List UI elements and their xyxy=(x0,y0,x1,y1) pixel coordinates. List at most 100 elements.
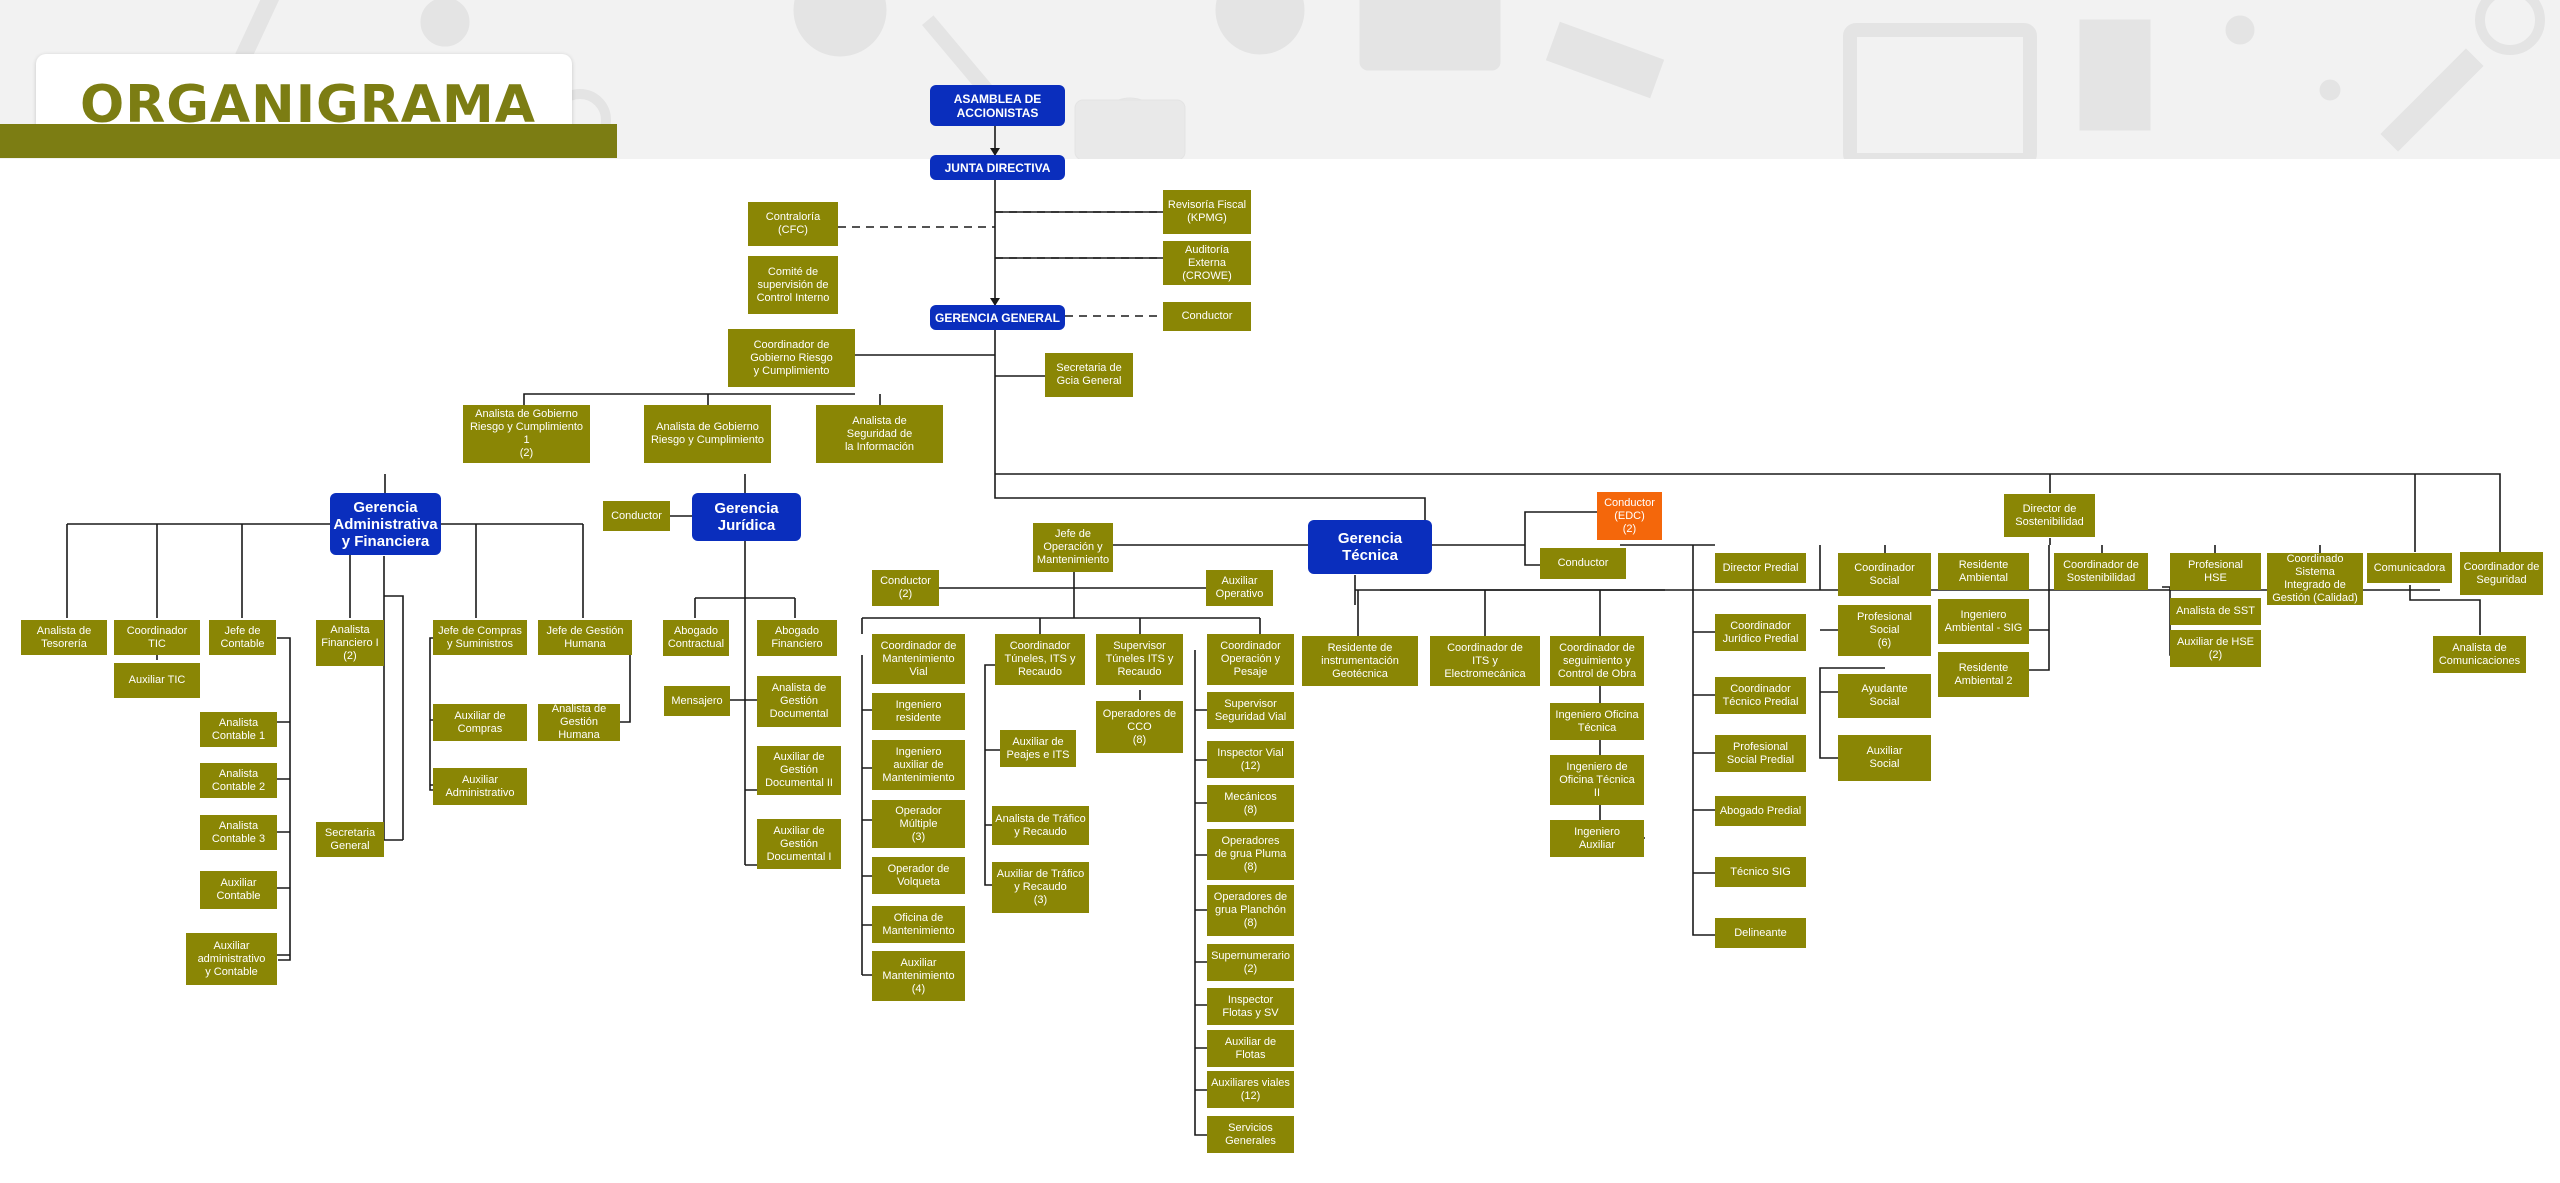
connector-oversight xyxy=(995,211,1163,259)
node-ing-residente: Ingeniero residente xyxy=(872,693,965,730)
node-coord-tecnico-predial: Coordinador Técnico Predial xyxy=(1715,677,1806,714)
node-analista-trafico: Analista de Tráfico y Recaudo xyxy=(992,806,1089,845)
node-analista-contable-1: Analista Contable 1 xyxy=(200,712,277,747)
node-ing-aux-mant: Ingeniero auxiliar de Mantenimiento xyxy=(872,740,965,790)
node-gerencia-juridica: Gerencia Jurídica xyxy=(692,493,801,541)
node-coord-tuneles: Coordinador Túneles, ITS y Recaudo xyxy=(995,634,1085,685)
pin-icon xyxy=(420,0,470,47)
node-prof-hse: Profesional HSE xyxy=(2170,553,2261,590)
node-auditoria: Auditoría Externa (CROWE) xyxy=(1163,241,1251,285)
node-oficina-mant: Oficina de Mantenimiento xyxy=(872,906,965,943)
connector-financiero xyxy=(370,595,404,841)
node-op-grua-pluma: Operadores de grua Pluma (8) xyxy=(1207,829,1294,880)
node-aux-compras: Auxiliar de Compras xyxy=(433,704,527,741)
camera-icon xyxy=(1074,99,1186,159)
node-analista-contable-2: Analista Contable 2 xyxy=(200,763,277,798)
title-underline-bar xyxy=(0,124,617,158)
node-revisoria: Revisoría Fiscal (KPMG) xyxy=(1163,190,1251,234)
node-prof-social-predial: Profesional Social Predial xyxy=(1715,735,1806,772)
node-comunicadora: Comunicadora xyxy=(2367,553,2452,583)
network-node-icon xyxy=(2225,15,2255,45)
node-coord-social: Coordinador Social xyxy=(1838,553,1931,596)
node-aux-hse: Auxiliar de HSE (2) xyxy=(2170,630,2261,667)
connector-gerencias xyxy=(384,473,2501,552)
node-analista-financiero: Analista Financiero I (2) xyxy=(316,620,384,666)
node-abogado-contractual: Abogado Contractual xyxy=(663,620,729,656)
network-node-icon-2 xyxy=(2319,79,2341,101)
ruler-icon xyxy=(2380,48,2484,152)
node-analista-sst: Analista de SST xyxy=(2170,598,2261,625)
node-abogado-financiero: Abogado Financiero xyxy=(757,620,837,656)
node-analista-tesoreria: Analista de Tesorería xyxy=(21,620,107,655)
node-coord-op-pesaje: Coordinador Operación y Pesaje xyxy=(1207,634,1294,685)
node-jefe-om: Jefe de Operación y Mantenimiento xyxy=(1033,523,1113,572)
node-secretaria-general: Secretaria General xyxy=(316,822,384,857)
node-aux-operativo: Auxiliar Operativo xyxy=(1206,570,1273,606)
node-aux-mant: Auxiliar Mantenimiento (4) xyxy=(872,951,965,1001)
node-analista-gob-1: Analista de Gobierno Riesgo y Cumplimien… xyxy=(463,405,590,463)
node-director-predial: Director Predial xyxy=(1715,553,1806,583)
arrow-junta xyxy=(990,148,1000,156)
node-operador-multiple: Operador Múltiple (3) xyxy=(872,800,965,848)
node-prof-social: Profesional Social (6) xyxy=(1838,605,1931,656)
node-residente-ambiental-2: Residente Ambiental 2 xyxy=(1938,652,2029,697)
node-operadores-cco: Operadores de CCO (8) xyxy=(1096,701,1183,753)
node-comite: Comité de supervisión de Control Interno xyxy=(748,256,838,314)
node-residente-ambiental: Residente Ambiental xyxy=(1938,553,2029,590)
node-analista-contable-3: Analista Contable 3 xyxy=(200,815,277,850)
node-coord-mant-vial: Coordinador de Mantenimiento Vial xyxy=(872,634,965,684)
node-analista-seg-info: Analista de Seguridad de la Información xyxy=(816,405,943,463)
node-sup-tuneles: Supervisor Túneles ITS y Recaudo xyxy=(1096,634,1183,685)
node-aux-peajes: Auxiliar de Peajes e ITS xyxy=(1000,730,1076,767)
node-director-sost: Director de Sostenibilidad xyxy=(2004,494,2095,537)
connector-coord-gobierno xyxy=(523,354,1045,405)
node-ing-oficina-tecnica: Ingeniero Oficina Técnica xyxy=(1550,703,1644,740)
node-sup-seg-vial: Supervisor Seguridad Vial xyxy=(1207,692,1294,729)
node-aux-gd-1: Auxiliar de Gestión Documental I xyxy=(757,819,841,869)
node-aux-trafico: Auxiliar de Tráfico y Recaudo (3) xyxy=(992,862,1089,913)
node-aux-admin-contable: Auxiliar administrativo y Contable xyxy=(186,933,277,985)
node-jefe-contable: Jefe de Contable xyxy=(209,620,276,655)
node-ayudante-social: Ayudante Social xyxy=(1838,674,1931,718)
node-aux-social: Auxiliar Social xyxy=(1838,735,1931,781)
node-aux-tic: Auxiliar TIC xyxy=(114,663,200,698)
node-junta: JUNTA DIRECTIVA xyxy=(930,155,1065,180)
connector-mantenimiento xyxy=(861,655,872,976)
film-reel-icon xyxy=(1215,0,1305,55)
connector-predial xyxy=(1620,544,1715,936)
node-op-grua-planchon: Operadores de grua Planchón (8) xyxy=(1207,885,1294,936)
node-residente-instr: Residente de instrumentación Geotécnica xyxy=(1302,636,1418,686)
node-operador-volqueta: Operador de Volqueta xyxy=(872,857,965,894)
node-gerencia-tecnica: Gerencia Técnica xyxy=(1308,520,1432,574)
pencil-cup-icon xyxy=(2079,19,2151,131)
node-analista-gob: Analista de Gobierno Riesgo y Cumplimien… xyxy=(644,405,771,463)
gear-icon xyxy=(2475,0,2545,55)
node-aux-flotas: Auxiliar de Flotas xyxy=(1207,1030,1294,1067)
node-analista-gd: Analista de Gestión Documental xyxy=(757,676,841,727)
node-mecanicos: Mecánicos (8) xyxy=(1207,785,1294,822)
node-coord-its-electro: Coordinador de ITS y Electromecánica xyxy=(1430,636,1540,686)
connector-pesaje xyxy=(1194,618,1261,1136)
banner-background-art xyxy=(235,0,2545,159)
node-aux-viales: Auxiliares viales (12) xyxy=(1207,1071,1294,1108)
node-coord-seguridad: Coordinador de Seguridad xyxy=(2460,552,2543,595)
node-jefe-gh: Jefe de Gestión Humana xyxy=(538,620,632,655)
node-analista-gh: Analista de Gestión Humana xyxy=(538,704,620,741)
node-analista-comunicaciones: Analista de Comunicaciones xyxy=(2433,636,2526,673)
node-conductor-om: Conductor (2) xyxy=(872,570,939,606)
node-gerencia-general: GERENCIA GENERAL xyxy=(930,305,1065,330)
node-coord-sostenibilidad: Coordinador de Sostenibilidad xyxy=(2054,553,2148,590)
node-coord-juridico-predial: Coordinador Jurídico Predial xyxy=(1715,614,1806,651)
node-asamblea: ASAMBLEA DE ACCIONISTAS xyxy=(930,85,1065,126)
node-coord-gobierno: Coordinador de Gobierno Riesgo y Cumplim… xyxy=(728,329,855,387)
node-inspector-vial: Inspector Vial (12) xyxy=(1207,741,1294,778)
node-aux-contable: Auxiliar Contable xyxy=(200,871,277,909)
node-conductor-tec: Conductor xyxy=(1540,548,1626,579)
node-aux-administrativo: Auxiliar Administrativo xyxy=(433,768,527,805)
node-conductor-jur: Conductor xyxy=(603,501,670,531)
node-mensajero: Mensajero xyxy=(664,686,730,716)
connector-contable xyxy=(156,637,291,961)
node-servicios-generales: Servicios Generales xyxy=(1207,1116,1294,1153)
image-frame-icon xyxy=(1843,23,2037,159)
node-conductor-tec-edc: Conductor (EDC) (2) xyxy=(1597,492,1662,540)
